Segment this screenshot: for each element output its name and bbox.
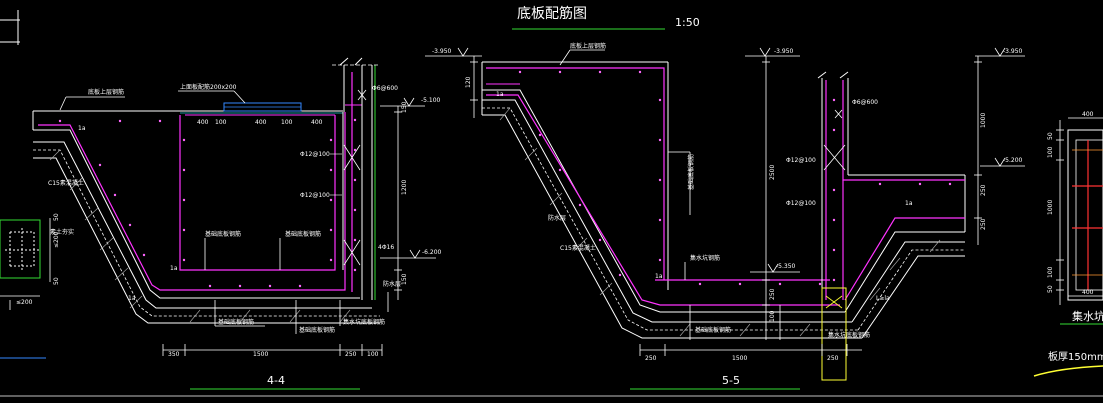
sump-dim-3: 1000 [1047, 200, 1054, 215]
sump-dim-5: 50 [1047, 285, 1054, 293]
side-dim-5-5-4: 100 [769, 310, 776, 322]
dim-5-5-3: 250 [827, 355, 839, 362]
label-rebar-top: 上面板配筋200x200 [180, 83, 237, 91]
sump-note: 板厚150mm,双 [1048, 350, 1103, 363]
section-label-5-5: 5-5 [722, 374, 740, 387]
side-dim-5-5-1: 1000 [980, 113, 987, 128]
side-dim-5-5-2: 2500 [769, 165, 776, 180]
top-dim-4-4-5: 400 [311, 119, 323, 126]
elev-4-4-top: -5.100 [421, 97, 441, 104]
label-5-dist1: 基础底板钢筋 [687, 154, 695, 190]
top-dim-4-4-3: 400 [255, 119, 267, 126]
label-5-1a-b: 1a [655, 273, 663, 280]
elev-5-5-3: -3.950 [1003, 48, 1023, 55]
drawing-title: 底板配筋图 [517, 5, 587, 22]
elev-4-4-bottom: -6.200 [422, 249, 442, 256]
side-dim-5-5-5: 250 [980, 184, 987, 196]
label-5-1a: 1a [496, 91, 504, 98]
left-dim-3: 50 [53, 277, 60, 285]
label-rebar-b: Φ12@100 [300, 151, 330, 158]
left-dim-1: 50 [53, 213, 60, 221]
elev-5-5-2: -3.950 [774, 48, 794, 55]
left-dim-2: ≤200 [53, 231, 60, 248]
label-5-bottom1: 基础底板钢筋 [695, 326, 731, 334]
top-dim-4-4-1: 400 [197, 119, 209, 126]
side-dim-4-4-1: 150 [401, 101, 408, 113]
dim-5-5-2: 1500 [732, 355, 747, 362]
section-5-5: -3.950 -3.950 -3.950 -5.200 -5.350 2500 … [425, 42, 1025, 390]
dim-4-4-2: 1500 [253, 351, 268, 358]
label-top-slab: 底板上层钢筋 [88, 88, 124, 96]
side-dim-4-4-2: 1200 [401, 180, 408, 195]
label-dist1: 基础底板钢筋 [205, 230, 241, 238]
label-rebar-a: Φ6@600 [372, 85, 398, 92]
label-5-pad: 防水层 [548, 214, 566, 222]
label-5-len: L≥la [876, 295, 890, 302]
label-bottom2: 基础底板钢筋 [299, 326, 335, 334]
label-5-dist2: 集水坑钢筋 [690, 254, 720, 262]
sump-dim-top: 400 [1082, 111, 1094, 118]
label-1a-c: 1a [128, 295, 136, 302]
label-wall-note: 4Φ16 [378, 244, 394, 251]
sump-dim-4: 100 [1047, 266, 1054, 278]
left-edge-fragments: 50 ≤200 50 ≤200 [0, 10, 60, 359]
label-rebar-c: Φ12@100 [300, 192, 330, 199]
sump-dim-2: 100 [1047, 146, 1054, 158]
drawing-scale: 1:50 [675, 16, 700, 29]
dim-4-4-4: 100 [367, 351, 379, 358]
label-bottom3: 集水坑底板钢筋 [343, 318, 385, 326]
label-5-rebar-c: Φ12@100 [786, 200, 816, 207]
dim-4-4-1: 350 [168, 351, 180, 358]
label-pad: 防水层 [383, 280, 401, 288]
section-4-4: -5.100 -6.200 150 1200 150 400 100 400 1… [32, 57, 442, 390]
top-dim-4-4-4: 100 [281, 119, 293, 126]
label-bottom1: 基础底板钢筋 [218, 318, 254, 326]
side-dim-5-5-6: 250 [980, 218, 987, 230]
label-5-rebar-b: Φ12@100 [786, 157, 816, 164]
label-5-top: 底板上层钢筋 [570, 42, 606, 50]
dim-5-5-1: 250 [645, 355, 657, 362]
side-dim-4-4-3: 150 [401, 273, 408, 285]
elev-5-5-4: -5.200 [1003, 157, 1023, 164]
left-dim-4: ≤200 [16, 299, 33, 306]
label-1a: 1a [78, 125, 86, 132]
label-c15: C15素混凝土 [48, 179, 84, 187]
label-soil: 素土夯实 [50, 228, 74, 236]
sump-title: 集水坑 [1072, 309, 1103, 323]
sump-dim-bottom: 400 [1082, 289, 1094, 296]
label-5-bottom2: 集水坑底板钢筋 [828, 331, 870, 339]
elev-5-5-1: -3.950 [432, 48, 452, 55]
label-1a-b: 1a [170, 265, 178, 272]
label-5-c15: C15素混凝土 [560, 244, 596, 252]
sump-detail: 50 100 1000 100 50 400 400 集水坑 板厚150mm,双 [1033, 111, 1103, 377]
side-dim-5-5-7: 120 [465, 76, 472, 88]
elev-5-5-5: -5.350 [776, 263, 796, 270]
label-dist2: 基础底板钢筋 [285, 230, 321, 238]
section-label-4-4: 4-4 [267, 374, 285, 387]
dim-4-4-3: 250 [345, 351, 357, 358]
label-5-1a-c: 1a [905, 200, 913, 207]
side-dim-5-5-3: 250 [769, 288, 776, 300]
sump-dim-1: 50 [1047, 132, 1054, 140]
label-5-rebar-a: Φ6@600 [852, 99, 878, 106]
top-dim-4-4-2: 100 [215, 119, 227, 126]
